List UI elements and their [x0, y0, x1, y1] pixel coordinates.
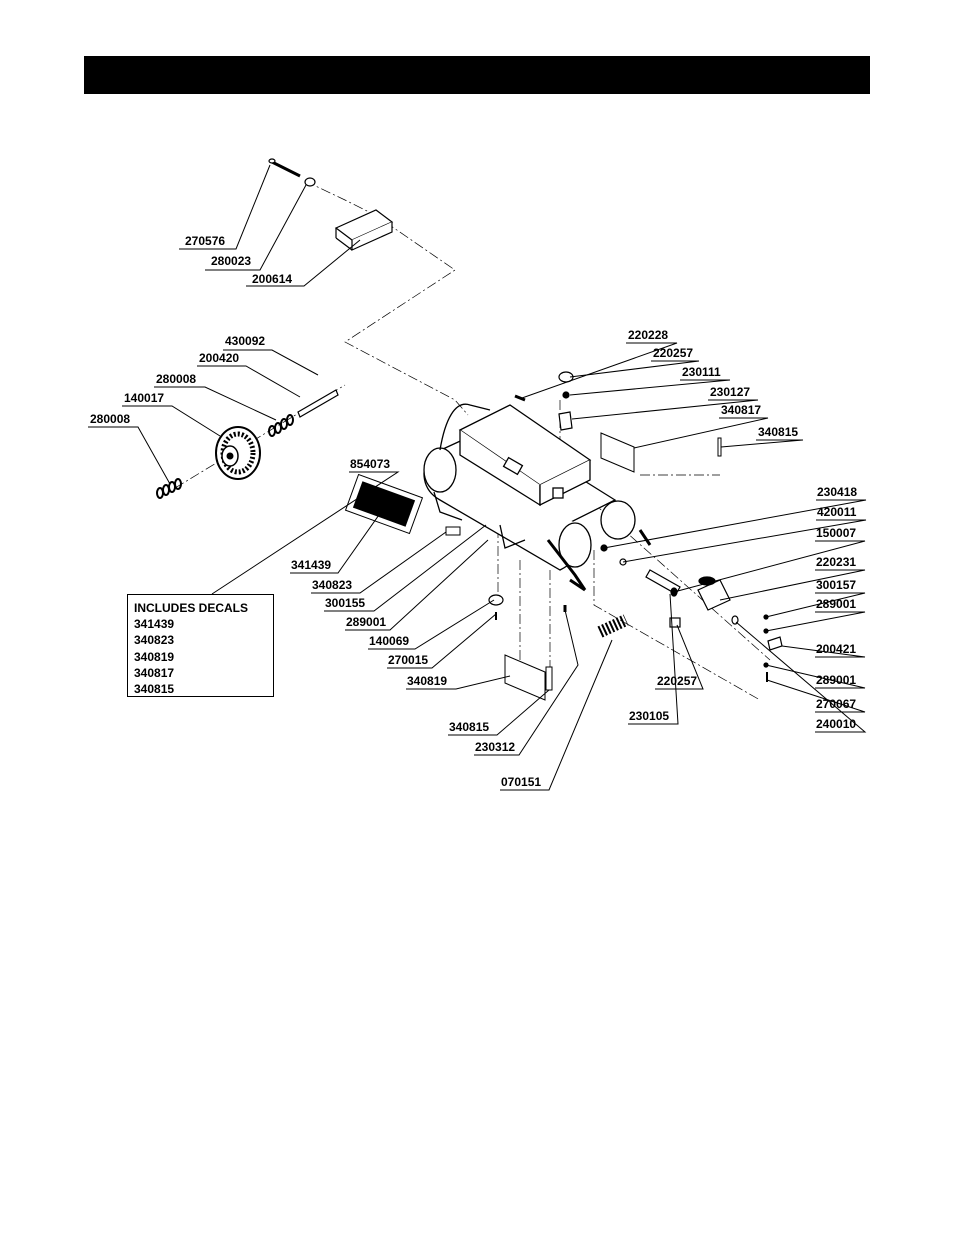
callout-label: 270067 [816, 697, 856, 711]
callout-label: 300155 [325, 596, 365, 610]
decal-box-title: INCLUDES DECALS [134, 601, 249, 615]
decal-item: 340819 [134, 649, 175, 664]
washers [156, 414, 294, 499]
callout-label: 430092 [225, 334, 265, 348]
callout-label: 220231 [816, 555, 856, 569]
callout-label: 340815 [758, 425, 798, 439]
callout-label: 140017 [124, 391, 164, 405]
callout-label: 340815 [449, 720, 489, 734]
callout-label: 340817 [721, 403, 761, 417]
callout-label: 230105 [629, 709, 669, 723]
callout-labels: 270576 280023 200614 430092 200420 28000… [90, 234, 857, 789]
callout-label: 230127 [710, 385, 750, 399]
includes-decals-box: INCLUDES DECALS 341439 340823 340819 340… [127, 594, 274, 697]
callout-label: 150007 [816, 526, 856, 540]
compressor-body [423, 403, 652, 592]
callout-label: 280008 [90, 412, 130, 426]
callout-label: 140069 [369, 634, 409, 648]
callout-label: 220257 [653, 346, 693, 360]
callout-label: 230111 [682, 365, 721, 379]
decal-item: 340815 [134, 682, 175, 697]
header-bar [84, 56, 870, 94]
callout-label: 070151 [501, 775, 541, 789]
callout-label: 340819 [407, 674, 447, 688]
callout-label: 230418 [817, 485, 857, 499]
decal-plate [344, 473, 424, 535]
callout-label: 289001 [346, 615, 386, 629]
decal-item: 340823 [134, 633, 175, 648]
wheel-part [215, 426, 261, 480]
callout-label: 200420 [199, 351, 239, 365]
callout-label: 289001 [816, 673, 856, 687]
callout-label: 280008 [156, 372, 196, 386]
callout-label: 200421 [816, 642, 856, 656]
small-decals [445, 432, 722, 701]
callout-label: 341439 [291, 558, 331, 572]
callout-label: 230312 [475, 740, 515, 754]
bolt-part [268, 158, 316, 187]
callout-label: 200614 [252, 272, 292, 286]
decal-item: 340817 [134, 665, 175, 680]
callout-label: 270576 [185, 234, 225, 248]
fittings [488, 371, 783, 682]
callout-label: 220228 [628, 328, 668, 342]
callout-label: 220257 [657, 674, 697, 688]
leader-lines [88, 164, 867, 791]
bracket-part [334, 209, 394, 251]
callout-label: 340823 [312, 578, 352, 592]
callout-label: 854073 [350, 457, 390, 471]
callout-label: 280023 [211, 254, 251, 268]
callout-label: 300157 [816, 578, 856, 592]
decal-item: 341439 [134, 617, 175, 632]
callout-label: 240010 [816, 717, 856, 731]
axle-part [297, 389, 339, 418]
callout-label: 420011 [817, 505, 857, 519]
callout-label: 270015 [388, 653, 428, 667]
callout-label: 289001 [816, 597, 856, 611]
